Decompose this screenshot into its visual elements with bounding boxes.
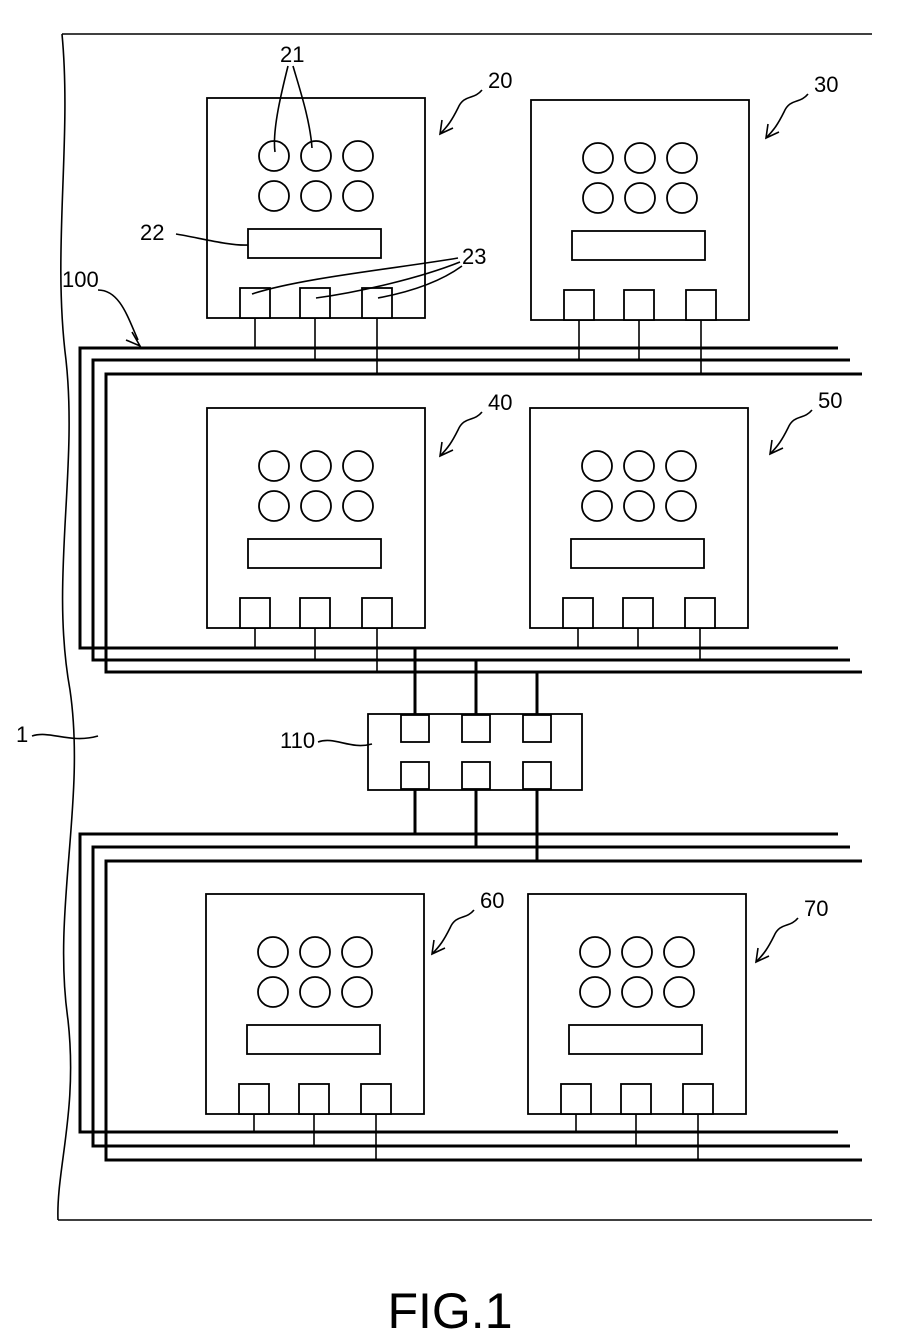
button-circle (580, 977, 610, 1007)
display-panel (248, 539, 381, 568)
reference-arrow (766, 94, 808, 138)
unit-70: 70 (528, 894, 828, 1160)
port-square (624, 290, 654, 320)
button-circle (622, 937, 652, 967)
button-circle (583, 143, 613, 173)
button-circle (301, 141, 331, 171)
unit-50: 50 (530, 388, 842, 660)
button-circle (583, 183, 613, 213)
unit-60: 60 (206, 888, 504, 1160)
button-circle (622, 977, 652, 1007)
display-panel (569, 1025, 702, 1054)
label-bus: 100 (62, 267, 99, 292)
label-component-display: 22 (140, 220, 164, 245)
reference-arrow (440, 90, 482, 134)
reference-arrow (440, 412, 482, 456)
port-square (563, 598, 593, 628)
port-square (621, 1084, 651, 1114)
button-circle (667, 183, 697, 213)
unit-label: 70 (804, 896, 828, 921)
port-square (239, 1084, 269, 1114)
button-circle (625, 183, 655, 213)
button-circle (258, 977, 288, 1007)
display-panel (572, 231, 705, 260)
unit-30: 30 (531, 72, 838, 374)
port-square (686, 290, 716, 320)
button-circle (625, 143, 655, 173)
button-circle (343, 451, 373, 481)
button-circle (301, 491, 331, 521)
button-circle (301, 451, 331, 481)
button-circle (580, 937, 610, 967)
button-circle (301, 181, 331, 211)
button-circle (343, 141, 373, 171)
port-square (299, 1084, 329, 1114)
button-circle (343, 181, 373, 211)
button-circle (342, 937, 372, 967)
label-region: 1 (16, 722, 28, 747)
unit-label: 50 (818, 388, 842, 413)
button-circle (259, 491, 289, 521)
port-square (623, 598, 653, 628)
button-circle (300, 937, 330, 967)
reference-arrow (432, 910, 474, 954)
label-relay: 110 (280, 728, 315, 753)
label-component-ports: 23 (462, 244, 486, 269)
display-panel (571, 539, 704, 568)
button-circle (666, 451, 696, 481)
port-square (362, 598, 392, 628)
port-square (561, 1084, 591, 1114)
display-panel (247, 1025, 380, 1054)
frame-break-line (58, 34, 75, 1220)
unit-label: 40 (488, 390, 512, 415)
button-circle (624, 451, 654, 481)
port-square (685, 598, 715, 628)
port-square (300, 598, 330, 628)
reference-arrow (770, 410, 812, 454)
unit-label: 20 (488, 68, 512, 93)
button-circle (667, 143, 697, 173)
button-circle (664, 977, 694, 1007)
figure-caption: FIG.1 (387, 1283, 512, 1339)
button-circle (666, 491, 696, 521)
button-circle (664, 937, 694, 967)
button-circle (582, 491, 612, 521)
unit-40: 40 (207, 390, 512, 672)
button-circle (300, 977, 330, 1007)
port-square (362, 288, 392, 318)
unit-20: 20 (207, 68, 512, 374)
relay-unit (368, 648, 582, 861)
reference-arrow (756, 918, 798, 962)
button-circle (259, 451, 289, 481)
port-square (361, 1084, 391, 1114)
button-circle (342, 977, 372, 1007)
unit-label: 60 (480, 888, 504, 913)
units: 20 30 40 50 60 70 (206, 68, 842, 1160)
display-panel (248, 229, 381, 258)
button-circle (343, 491, 373, 521)
label-components-buttons: 21 (280, 42, 304, 67)
port-square (683, 1084, 713, 1114)
port-square (240, 598, 270, 628)
button-circle (259, 181, 289, 211)
port-square (300, 288, 330, 318)
button-circle (258, 937, 288, 967)
unit-label: 30 (814, 72, 838, 97)
button-circle (582, 451, 612, 481)
port-square (564, 290, 594, 320)
button-circle (624, 491, 654, 521)
